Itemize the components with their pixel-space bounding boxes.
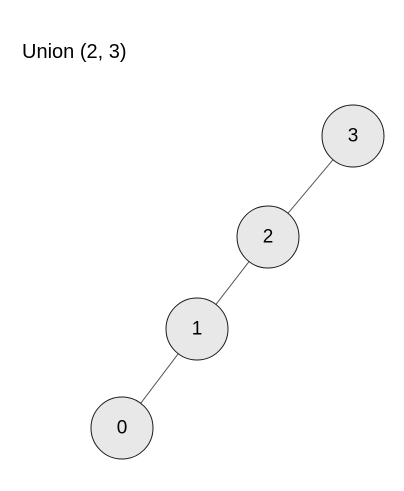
nodes-layer: 3 2 1 0 [90,104,385,460]
node-label: 1 [192,319,203,340]
edge-3-2 [287,159,334,214]
node-2: 2 [236,205,300,269]
node-circle [321,104,385,168]
node-circle [165,297,229,361]
node-label: 2 [263,227,274,248]
node-0: 0 [90,396,154,460]
node-1: 1 [165,297,229,361]
node-circle [236,205,300,269]
node-circle [90,396,154,460]
edge-1-0 [140,353,179,404]
edges-layer [140,159,334,404]
node-label: 0 [117,418,128,439]
diagram-title: Union (2, 3) [22,41,127,63]
node-label: 3 [348,126,359,147]
edge-2-1 [215,261,250,305]
node-3: 3 [321,104,385,168]
